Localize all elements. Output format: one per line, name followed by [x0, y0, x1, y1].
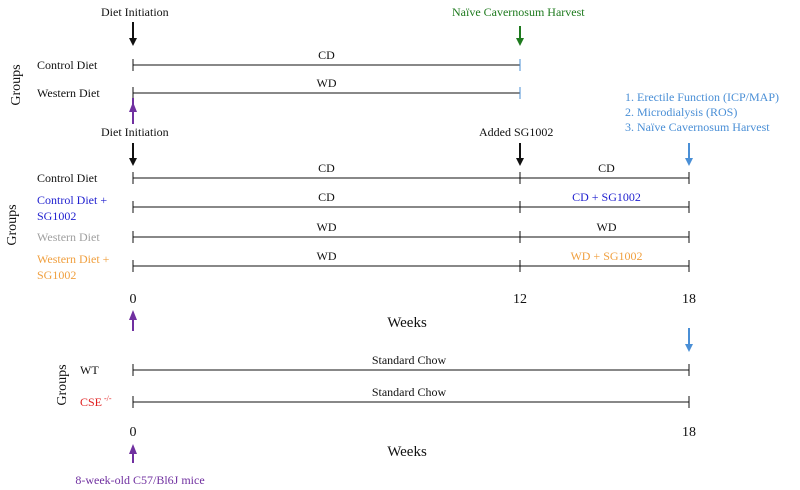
- panel2-diet-initiation-arrow-head: [129, 158, 137, 166]
- panel1-diet-initiation-arrow-head: [129, 38, 137, 46]
- panel2-endpoint-item: 3. Naïve Cavernosum Harvest: [625, 120, 770, 134]
- panel2-segment1-label: CD: [318, 190, 335, 204]
- panel3-bar-label: Standard Chow: [372, 385, 447, 399]
- panel3-endpoint-arrow-head: [685, 344, 693, 352]
- panel2-endpoint-item: 2. Microdialysis (ROS): [625, 105, 737, 119]
- panel2-row-label: Control Diet: [37, 171, 98, 185]
- panel3-bar-label: Standard Chow: [372, 353, 447, 367]
- panel3-groups-label: Groups: [55, 364, 70, 405]
- panel3-row-label: CSE: [80, 395, 102, 409]
- panel1-harvest-arrow-head: [516, 38, 524, 46]
- panel1-harvest-label: Naïve Cavernosum Harvest: [452, 5, 585, 19]
- panel1-groups-label: Groups: [9, 64, 24, 105]
- panel3-axis-label: Weeks: [387, 444, 427, 460]
- mice-description-label: 8-week-old C57/Bl6J mice: [75, 473, 204, 487]
- panel2-axis-tick-label: 0: [130, 292, 137, 307]
- panel2-segment2-label: WD: [597, 220, 617, 234]
- panel2-segment1-label: WD: [317, 249, 337, 263]
- panel2-groups-label: Groups: [5, 204, 20, 245]
- panel2-row-label: SG1002: [37, 209, 76, 223]
- panel2-purple-up-arrow-head: [129, 310, 137, 320]
- panel2-endpoint-item: 1. Erectile Function (ICP/MAP): [625, 90, 779, 104]
- panel2-row-label: Western Diet: [37, 230, 100, 244]
- panel2-axis-tick-label: 12: [513, 292, 527, 307]
- panel2-segment2-label: CD + SG1002: [572, 190, 641, 204]
- panel1-bar-label: WD: [317, 76, 337, 90]
- panel3-row-label-superscript: -/-: [104, 394, 112, 403]
- panel1-diet-initiation-label: Diet Initiation: [101, 5, 169, 19]
- panel2-endpoint-arrow-head: [685, 158, 693, 166]
- panel2-segment2-label: CD: [598, 161, 615, 175]
- panel2-segment1-label: WD: [317, 220, 337, 234]
- panel2-diet-initiation-label: Diet Initiation: [101, 125, 169, 139]
- panel2-added-sg1002-label: Added SG1002: [479, 125, 553, 139]
- panel2-axis-tick-label: 18: [682, 292, 696, 307]
- panel3-purple-up-arrow-head: [129, 444, 137, 454]
- panel2-added-sg1002-arrow-head: [516, 158, 524, 166]
- panel2-segment1-label: CD: [318, 161, 335, 175]
- panel2-row-label: SG1002: [37, 268, 76, 282]
- panel1-purple-up-arrow-head: [129, 102, 137, 112]
- panel1-bar-label: CD: [318, 48, 335, 62]
- panel2-row-label: Western Diet +: [37, 252, 110, 266]
- panel3-axis-tick-label: 0: [130, 425, 137, 440]
- panel3-axis-tick-label: 18: [682, 425, 696, 440]
- panel3-row-label: WT: [80, 363, 99, 377]
- panel1-row-label: Western Diet: [37, 86, 100, 100]
- panel1-row-label: Control Diet: [37, 58, 98, 72]
- panel2-axis-label: Weeks: [387, 315, 427, 331]
- panel2-row-label: Control Diet +: [37, 193, 107, 207]
- panel2-segment2-label: WD + SG1002: [570, 249, 642, 263]
